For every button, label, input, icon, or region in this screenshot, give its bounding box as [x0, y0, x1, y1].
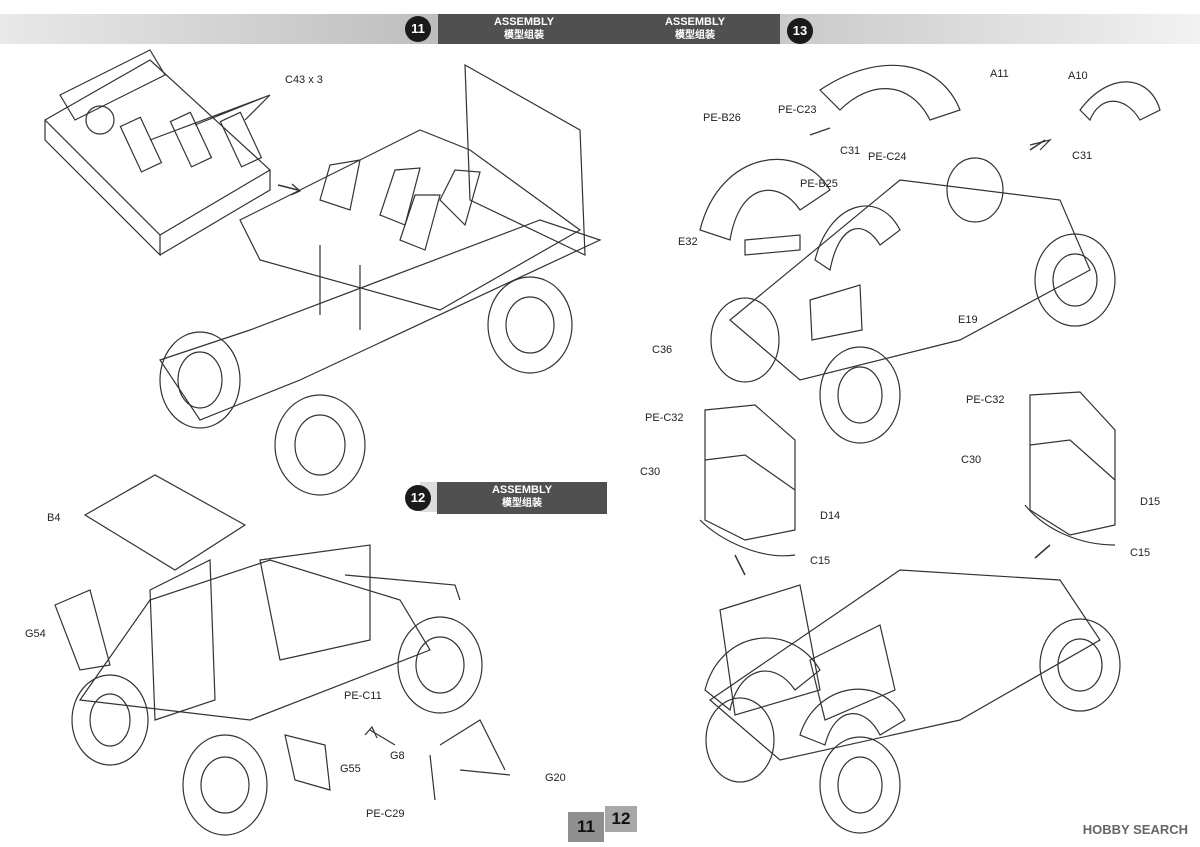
- label-b4: B4: [47, 512, 61, 524]
- label-c15-b: C15: [1130, 547, 1151, 559]
- step-12-truck-drawing: [54, 474, 511, 836]
- step-13-header-bar: [780, 14, 1200, 44]
- label-a11: A11: [990, 68, 1009, 80]
- step-12-title-en: ASSEMBLY: [491, 484, 553, 496]
- label-d14: D14: [820, 510, 841, 522]
- label-g55: G55: [340, 763, 361, 775]
- label-pe-c23: PE-C23: [778, 104, 817, 116]
- label-g54: G54: [25, 628, 46, 640]
- step-13-title: ASSEMBLY 模型组装: [610, 14, 780, 44]
- label-pe-b25: PE-B25: [800, 178, 838, 190]
- step-11-title-zh: 模型组装: [504, 30, 544, 41]
- step-12-badge: 12: [405, 485, 431, 511]
- step-11-title: ASSEMBLY 模型组装: [438, 14, 610, 44]
- step-11-truck-drawing: [159, 63, 602, 496]
- label-c36: C36: [652, 344, 673, 356]
- label-d15: D15: [1140, 496, 1161, 508]
- step-13-title-en: ASSEMBLY: [664, 16, 726, 28]
- label-pe-c32-b: PE-C32: [966, 394, 1005, 406]
- page-number-right: 12: [605, 806, 637, 832]
- label-pe-c24: PE-C24: [868, 151, 907, 163]
- label-c31-a: C31: [840, 145, 861, 157]
- step-11-badge: 11: [405, 16, 431, 42]
- step-13-badge: 13: [787, 18, 813, 44]
- label-c30-a: C30: [640, 466, 661, 478]
- label-pe-c32-a: PE-C32: [645, 412, 684, 424]
- page-number-left: 11: [568, 812, 604, 842]
- label-c30-b: C30: [961, 454, 982, 466]
- step-13-bottom-truck-drawing: [704, 569, 1121, 834]
- step-12-title-zh: 模型组装: [502, 498, 542, 509]
- label-g8: G8: [390, 750, 405, 762]
- step-13-toolbox-d14-drawing: [699, 404, 796, 557]
- step-11-header-bar: [0, 14, 445, 44]
- label-e19: E19: [958, 314, 978, 326]
- interior-subassembly-drawing: [44, 49, 272, 257]
- label-g20: G20: [545, 772, 566, 784]
- label-pe-c29: PE-C29: [366, 808, 405, 820]
- label-c31-b: C31: [1072, 150, 1093, 162]
- step-12-title: ASSEMBLY 模型组装: [437, 482, 607, 514]
- label-a10: A10: [1068, 70, 1088, 82]
- label-pe-c11: PE-C11: [344, 690, 382, 702]
- label-c43: C43 x 3: [285, 74, 323, 86]
- hobby-search-watermark: HOBBY SEARCH: [1082, 822, 1188, 837]
- step-11-title-en: ASSEMBLY: [493, 16, 555, 28]
- label-c15-a: C15: [810, 555, 831, 567]
- step-13-title-zh: 模型组装: [675, 30, 715, 41]
- step-13-toolbox-d15-drawing: [1024, 391, 1116, 546]
- step-13-top-truck-drawing: [699, 64, 1161, 444]
- label-e32: E32: [678, 236, 698, 248]
- label-pe-b26: PE-B26: [703, 112, 741, 124]
